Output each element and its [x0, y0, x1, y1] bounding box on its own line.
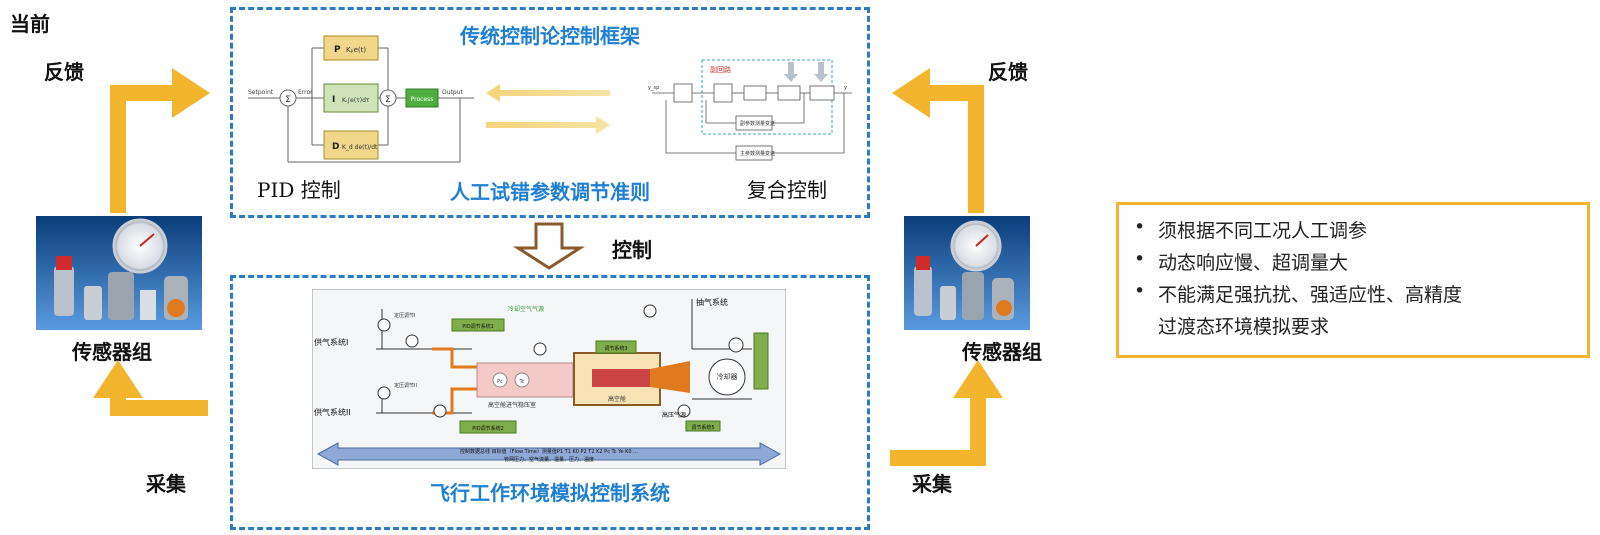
svg-text:Σ: Σ	[285, 95, 291, 105]
control-down-arrow	[512, 222, 586, 270]
pid-output-label: Output	[442, 89, 463, 96]
limitation-item-4: 过渡态环境模拟要求	[1158, 316, 1330, 338]
schematic-intake: 高空舱进气稳压室	[488, 401, 536, 409]
sensor-group-image-right	[904, 216, 1030, 330]
schematic-pid1: PID调节系统1	[462, 323, 494, 330]
flight-env-schematic: Pc Tc 高空舱进气稳压室 高空舱 冷却器 PID调节系统1 PID调节系统2…	[312, 289, 786, 469]
manual-tuning-rule: 人工试错参数调节准则	[450, 180, 650, 204]
collect-arrow-right	[890, 360, 1003, 466]
control-label: 控制	[612, 238, 652, 262]
pid-ki-formula: Kᵢ∫e(τ)dτ	[342, 97, 370, 104]
bullet-icon: •	[1134, 248, 1146, 270]
pid-process-label: Process	[411, 96, 434, 103]
schematic-reg5: 调节系统5	[691, 424, 714, 431]
flight-env-sim-frame	[230, 275, 870, 530]
schematic-supply2: 供气系统II	[314, 407, 351, 417]
svg-text:Pc: Pc	[497, 379, 503, 385]
traditional-control-title: 传统控制论控制框架	[460, 24, 640, 48]
sensor-label-left: 传感器组	[72, 340, 152, 364]
pid-kd-formula: K_d de(t)/dt	[342, 144, 378, 151]
sensor-label-right: 传感器组	[962, 340, 1042, 364]
arrow-left-icon	[486, 84, 610, 102]
collect-label-right: 采集	[912, 472, 952, 496]
arrow-right-icon	[486, 116, 610, 134]
exchange-arrows	[486, 84, 610, 134]
feedback-arrow-left	[110, 68, 210, 213]
schematic-hp-air: 高压气源	[662, 411, 686, 419]
feedback-arrow-right	[892, 68, 984, 213]
bullet-icon: •	[1134, 280, 1146, 302]
pid-control-label: PID 控制	[257, 178, 341, 202]
schematic-high-cabin: 高空舱	[608, 395, 626, 403]
limitation-item-1: 须根据不同工况人工调参	[1158, 220, 1368, 242]
pid-d-label: D	[332, 142, 339, 152]
svg-text:Σ: Σ	[385, 95, 391, 105]
pid-i-label: I	[332, 95, 335, 105]
limitations-box	[1116, 202, 1590, 358]
schematic-exhaust: 抽气系统	[696, 297, 728, 307]
limitation-item-3: 不能满足强抗扰、强适应性、高精度	[1158, 284, 1463, 306]
compound-sub-sensor: 副参数测量变送	[740, 120, 775, 127]
pid-setpoint-label: Setpoint	[248, 89, 274, 96]
limitation-item-2: 动态响应慢、超调量大	[1158, 252, 1349, 274]
pid-error-label: Error	[298, 89, 313, 96]
schematic-cooler: 冷却器	[717, 372, 738, 381]
collect-arrow-left	[93, 360, 208, 416]
svg-text:Tc: Tc	[519, 379, 525, 385]
pid-block-diagram: Σ Σ P Kₚe(t) I Kᵢ∫e(τ)dτ D K_d de(t)/dt …	[248, 35, 474, 163]
schematic-reg3: 调节系统3	[604, 345, 627, 352]
schematic-pressure2: 定压调节II	[394, 382, 417, 389]
pid-p-label: P	[334, 45, 341, 55]
schematic-pid2: PID调节系统2	[472, 425, 504, 432]
current-label: 当前	[10, 12, 50, 36]
schematic-supply1: 供气系统I	[314, 337, 348, 347]
sensor-group-image-left	[36, 216, 202, 330]
compound-control-diagram: 副回路 副参数测量变送 主参数测量变送 y_sp y	[648, 59, 852, 161]
traditional-control-frame	[230, 7, 870, 218]
feedback-label-right: 反馈	[988, 60, 1028, 84]
pid-kp-formula: Kₚe(t)	[346, 46, 366, 54]
bullet-icon: •	[1134, 216, 1146, 238]
feedback-label-left: 反馈	[44, 60, 84, 84]
schematic-bus2: 管网压力、空气流量、温量、压力、温度	[504, 456, 594, 463]
flight-env-sim-title: 飞行工作环境模拟控制系统	[430, 481, 670, 505]
schematic-cool-air: 冷却空气气源	[508, 305, 544, 313]
compound-signal-y: y	[844, 85, 847, 91]
collect-label-left: 采集	[146, 472, 186, 496]
compound-control-label: 复合控制	[747, 178, 827, 202]
compound-sub-loop-label: 副回路	[710, 65, 731, 74]
compound-main-sensor: 主参数测量变送	[740, 150, 775, 157]
schematic-bus1: 控制数据总线 目标值（Flow Time）测量值P1 T1 K0 P2 T2 K…	[460, 448, 638, 455]
compound-signal-ysp: y_sp	[648, 85, 659, 91]
schematic-pressure1: 定压调节I	[394, 312, 415, 319]
